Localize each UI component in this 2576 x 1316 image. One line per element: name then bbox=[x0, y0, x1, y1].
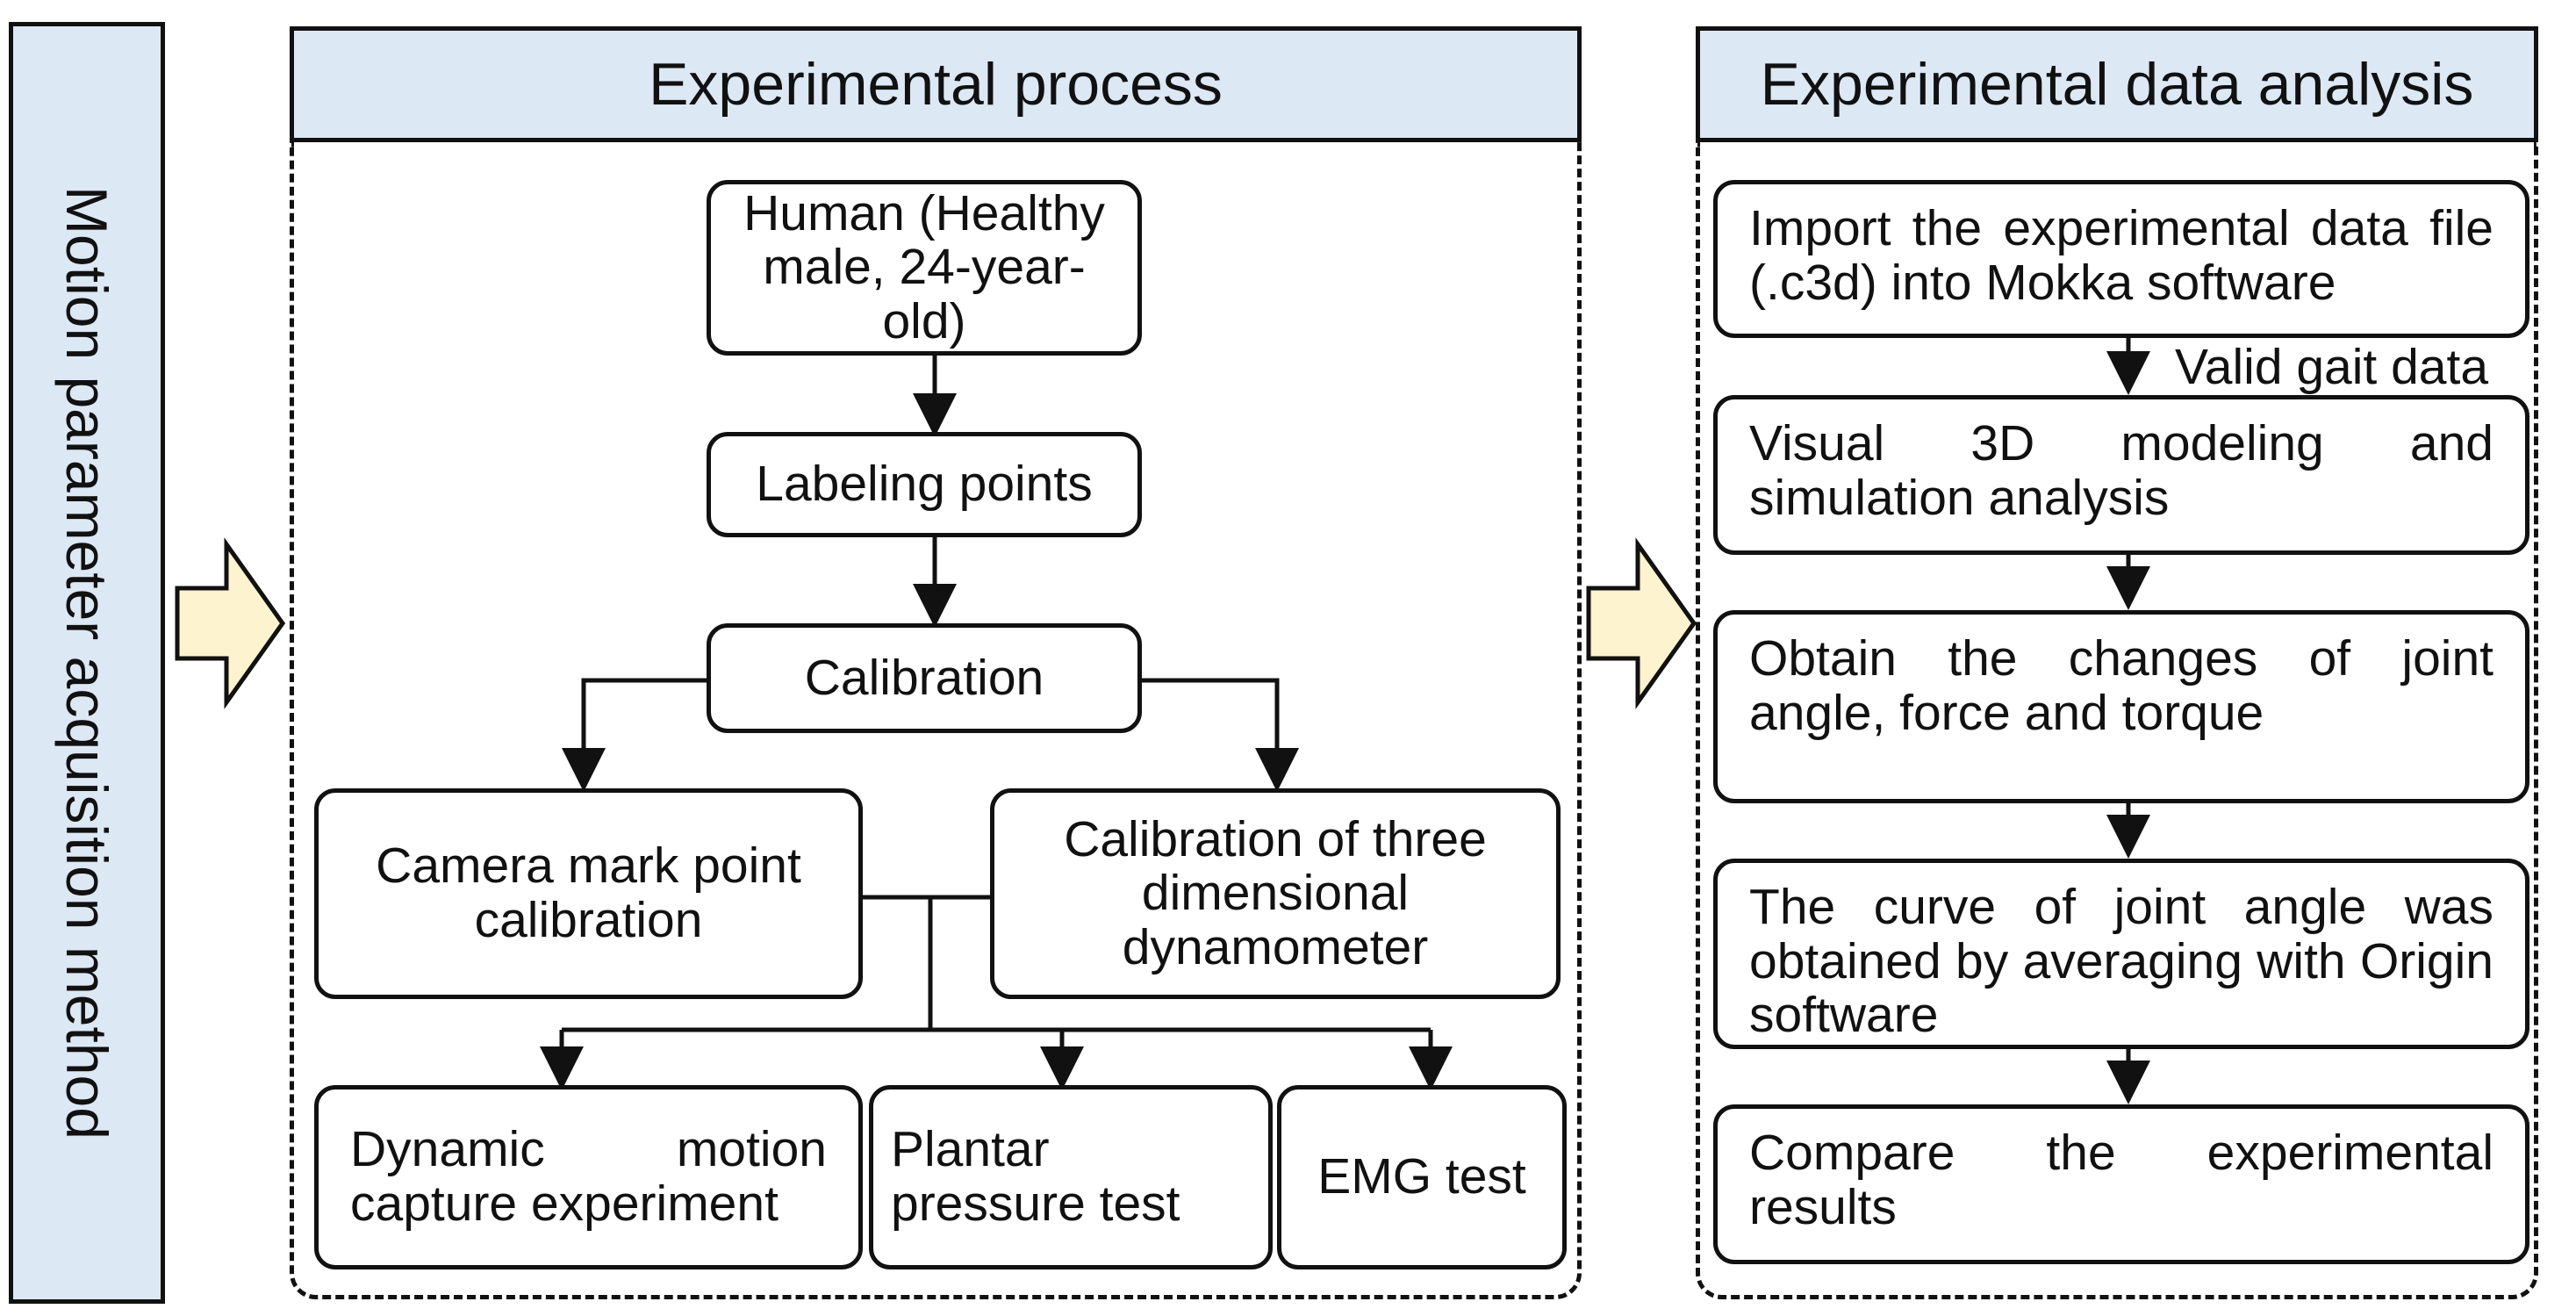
side-label-bar: Motion parameter acquisition method bbox=[9, 22, 165, 1304]
emg-test-box: EMG test bbox=[1277, 1085, 1567, 1269]
import-text: Import the experimental data file (.c3d)… bbox=[1749, 200, 2493, 311]
curve-box: The curve of joint angle was obtained by… bbox=[1713, 859, 2529, 1049]
block-arrow-left bbox=[175, 537, 286, 709]
labeling-points-box: Labeling points bbox=[707, 432, 1142, 537]
analysis-header: Experimental data analysis bbox=[1696, 26, 2538, 142]
dynamometer-calibration-text: Calibration of three dimensional dynamom… bbox=[1064, 810, 1487, 975]
obtain-changes-box: Obtain the changes of joint angle, force… bbox=[1713, 610, 2529, 803]
compare-text: Compare the experimental results bbox=[1749, 1125, 2493, 1235]
process-panel bbox=[290, 142, 1582, 1299]
curve-text: The curve of joint angle was obtained by… bbox=[1749, 879, 2493, 1044]
dynamic-motion-text: Dynamic motion capture experiment bbox=[350, 1121, 827, 1232]
calibration-box: Calibration bbox=[707, 623, 1142, 733]
camera-calibration-text: Camera mark point calibration bbox=[376, 838, 801, 948]
emg-test-text: EMG test bbox=[1317, 1148, 1526, 1205]
visual3d-box: Visual 3D modeling and simulation analys… bbox=[1713, 395, 2529, 555]
valid-gait-label: Valid gait data bbox=[2175, 339, 2489, 395]
human-text: Human (Healthy male, 24-year-old) bbox=[743, 184, 1105, 349]
plantar-pressure-box: Plantar pressure test bbox=[869, 1085, 1273, 1269]
arrow-calibration-to-dynamometer bbox=[1139, 678, 1299, 792]
camera-calibration-box: Camera mark point calibration bbox=[314, 788, 863, 999]
labeling-points-text: Labeling points bbox=[756, 456, 1093, 513]
dynamometer-calibration-box: Calibration of three dimensional dynamom… bbox=[990, 788, 1561, 999]
block-arrow-right bbox=[1586, 537, 1697, 709]
calibration-text: Calibration bbox=[804, 649, 1044, 706]
plantar-pressure-text: Plantar pressure test bbox=[891, 1121, 1180, 1232]
human-box: Human (Healthy male, 24-year-old) bbox=[707, 180, 1142, 356]
compare-box: Compare the experimental results bbox=[1713, 1104, 2529, 1264]
import-box: Import the experimental data file (.c3d)… bbox=[1713, 180, 2529, 338]
process-header: Experimental process bbox=[290, 26, 1582, 142]
visual3d-text: Visual 3D modeling and simulation analys… bbox=[1749, 415, 2493, 526]
arrow-calibration-to-camera bbox=[562, 678, 711, 792]
dynamic-motion-box: Dynamic motion capture experiment bbox=[314, 1085, 863, 1269]
obtain-changes-text: Obtain the changes of joint angle, force… bbox=[1749, 630, 2493, 741]
analysis-panel bbox=[1696, 142, 2538, 1299]
